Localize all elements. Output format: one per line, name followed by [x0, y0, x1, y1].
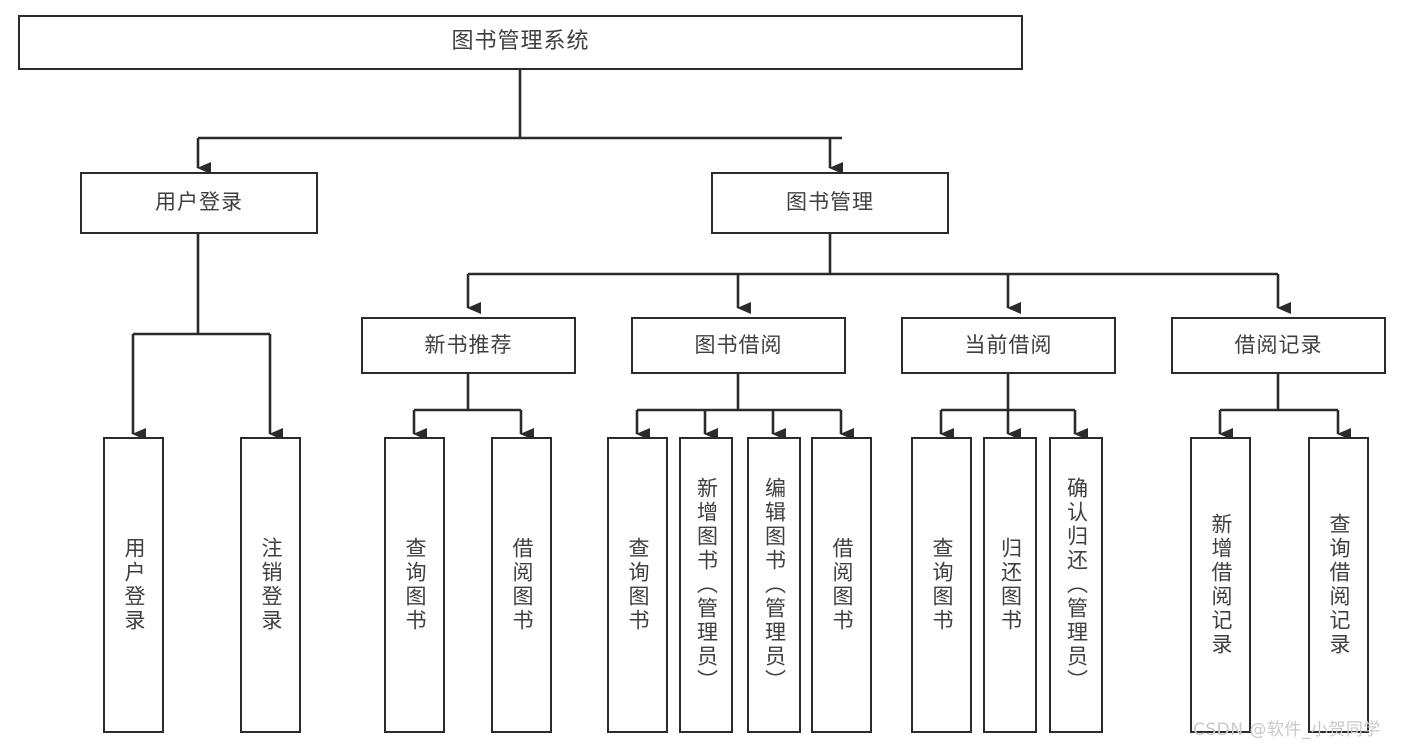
node-label: 用户登录 [122, 537, 146, 633]
node-label: 查询图书 [930, 537, 954, 633]
node-label: 图书管理 [786, 190, 874, 215]
node-label: 借阅记录 [1234, 332, 1323, 357]
node-leaf-edit-book[interactable]: 编辑图书（管理员） [747, 437, 801, 733]
node-book-borrow[interactable]: 图书借阅 [631, 317, 846, 374]
node-leaf-user-logout[interactable]: 注销登录 [240, 437, 301, 733]
node-new-book-recommend[interactable]: 新书推荐 [361, 317, 576, 374]
node-leaf-borrow-book-recommend[interactable]: 借阅图书 [491, 437, 552, 733]
node-leaf-add-book[interactable]: 新增图书（管理员） [679, 437, 733, 733]
node-label: 借阅图书 [510, 537, 534, 633]
node-label: 用户登录 [155, 190, 243, 215]
node-borrow-record[interactable]: 借阅记录 [1171, 317, 1386, 374]
node-leaf-add-borrow-record[interactable]: 新增借阅记录 [1190, 437, 1251, 733]
node-label: 图书借阅 [694, 332, 783, 357]
node-label: 查询图书 [626, 537, 650, 633]
node-leaf-user-login[interactable]: 用户登录 [103, 437, 164, 733]
node-label: 新增图书（管理员） [694, 477, 719, 693]
node-leaf-query-book-borrow[interactable]: 查询图书 [607, 437, 668, 733]
watermark-text: CSDN @软件_小贺同学 [1193, 720, 1381, 740]
node-label: 当前借阅 [964, 332, 1053, 357]
node-leaf-query-book-recommend[interactable]: 查询图书 [384, 437, 445, 733]
node-leaf-borrow-book[interactable]: 借阅图书 [811, 437, 872, 733]
node-label: 新书推荐 [424, 332, 513, 357]
node-current-borrow[interactable]: 当前借阅 [901, 317, 1116, 374]
node-label: 编辑图书（管理员） [762, 477, 787, 693]
node-label: 查询图书 [403, 537, 427, 633]
node-label: 注销登录 [259, 537, 283, 633]
node-label: 图书管理系统 [451, 29, 590, 55]
node-label: 借阅图书 [830, 537, 854, 633]
node-leaf-return-book[interactable]: 归还图书 [983, 437, 1037, 733]
node-leaf-query-book-current[interactable]: 查询图书 [911, 437, 972, 733]
node-label: 确认归还（管理员） [1064, 477, 1089, 693]
node-label: 新增借阅记录 [1209, 513, 1233, 657]
node-root-book-management-system[interactable]: 图书管理系统 [18, 15, 1023, 70]
node-leaf-query-borrow-record[interactable]: 查询借阅记录 [1308, 437, 1369, 733]
node-label: 查询借阅记录 [1327, 513, 1351, 657]
node-leaf-confirm-return[interactable]: 确认归还（管理员） [1049, 437, 1103, 733]
node-label: 归还图书 [998, 537, 1023, 633]
node-user-login[interactable]: 用户登录 [80, 172, 318, 234]
node-book-management[interactable]: 图书管理 [711, 172, 949, 234]
